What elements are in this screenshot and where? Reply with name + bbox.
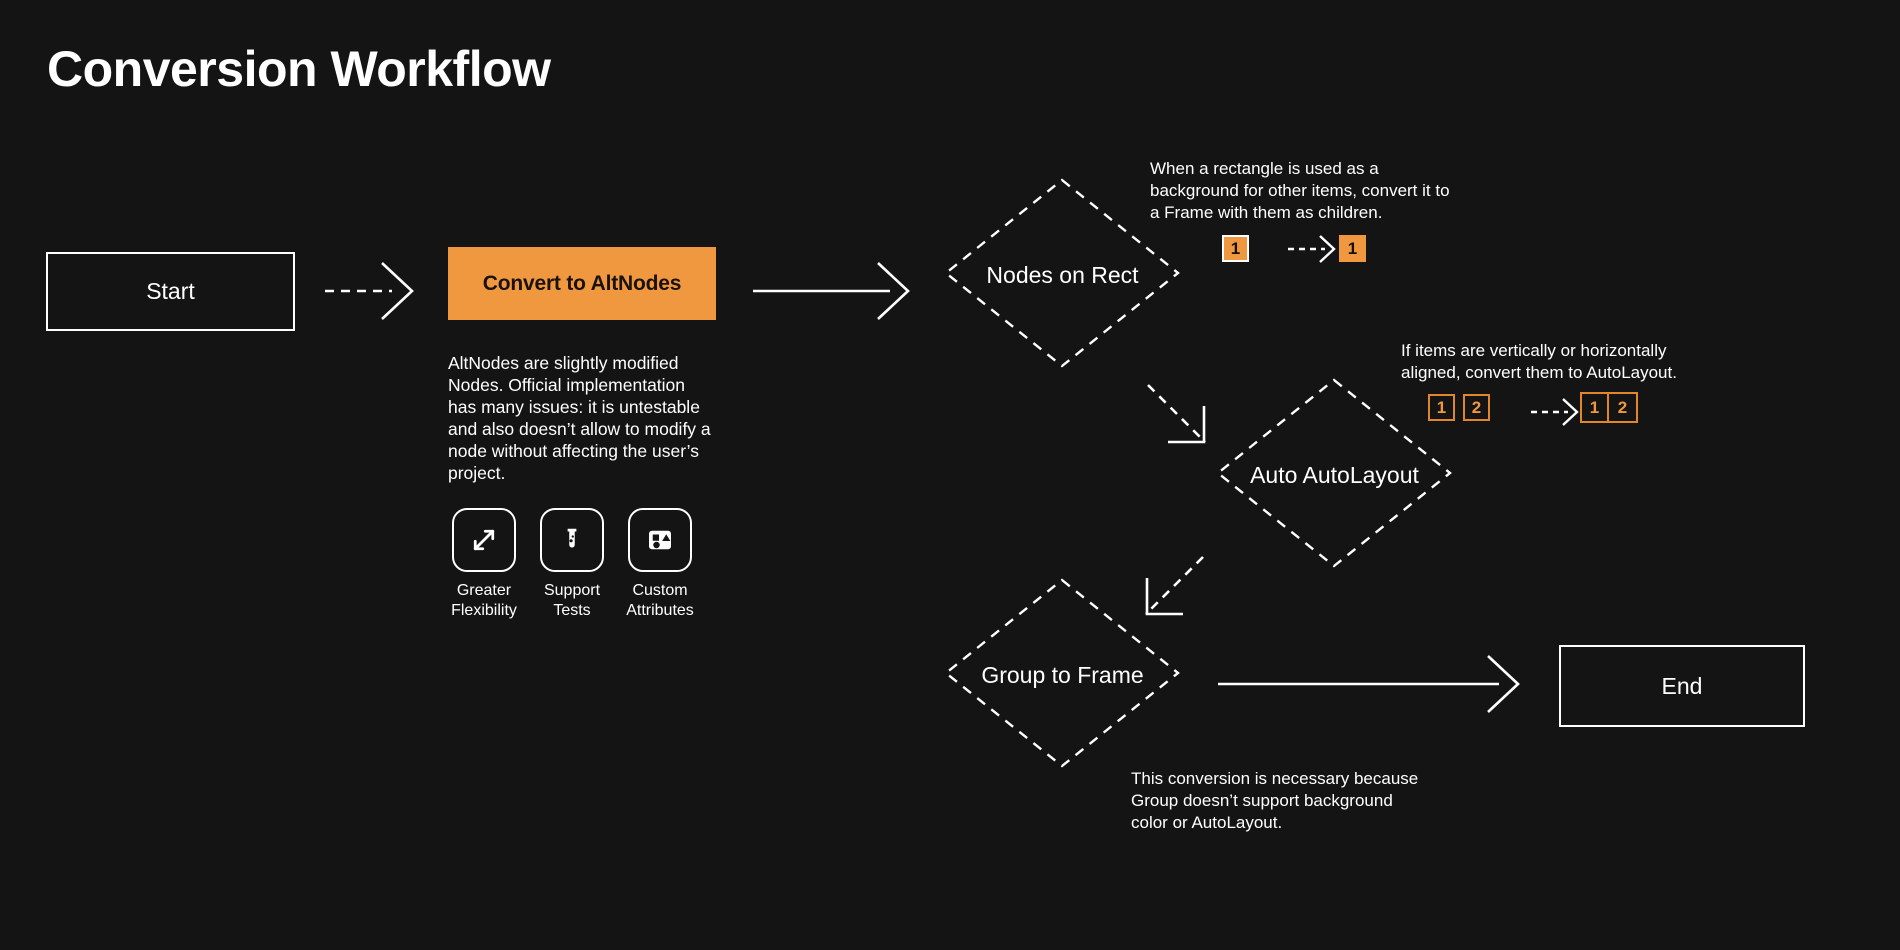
badge-before-2: 2 — [1463, 394, 1490, 421]
badge-after-1: 1 — [1339, 235, 1366, 262]
badge-group-frame: 1 2 — [1580, 392, 1638, 423]
annotation-nodes-on-rect: When a rectangle is used as a background… — [1150, 159, 1450, 222]
shapes-icon — [628, 508, 692, 572]
node-convert-label: Convert to AltNodes — [482, 271, 682, 295]
annotation-group-to-frame: This conversion is necessary because Gro… — [1131, 769, 1419, 832]
node-end[interactable]: End — [1559, 645, 1805, 727]
test-tube-icon — [540, 508, 604, 572]
edge-nodesonrect-to-autoautolayout — [1147, 384, 1206, 444]
feature-label-custom-attributes: Custom Attributes — [626, 582, 694, 619]
badge-after-2: 2 — [1609, 394, 1636, 421]
node-convert-to-altnodes[interactable]: Convert to AltNodes — [448, 247, 716, 320]
altnodes-feature-list: Greater Flexibility Support Tests — [448, 508, 728, 621]
page-title: Conversion Workflow — [47, 41, 551, 97]
edge-start-to-convert — [325, 262, 414, 320]
expand-arrows-icon — [452, 508, 516, 572]
node-end-label: End — [1661, 672, 1703, 699]
node-nodes-on-rect[interactable]: Nodes on Rect — [945, 178, 1180, 368]
badge-after-1: 1 — [1582, 394, 1609, 421]
badge-demo-arrow-spacer — [1267, 239, 1321, 259]
badge-before-1: 1 — [1222, 235, 1249, 262]
node-start[interactable]: Start — [46, 252, 295, 331]
edge-grouptoframe-to-end — [1218, 655, 1520, 713]
badge-demo-nodes-on-rect: 1 1 — [1222, 235, 1366, 262]
feature-label-greater-flexibility: Greater Flexibility — [451, 582, 517, 619]
altnodes-description: AltNodes are slightly modified Nodes. Of… — [448, 353, 711, 483]
node-auto-autolayout[interactable]: Auto AutoLayout — [1217, 378, 1452, 568]
edge-convert-to-nodesonrect — [753, 262, 910, 320]
badge-before-1: 1 — [1428, 394, 1455, 421]
feature-greater-flexibility: Greater Flexibility — [448, 508, 520, 621]
feature-support-tests: Support Tests — [536, 508, 608, 621]
node-auto-autolayout-label: Auto AutoLayout — [1250, 462, 1419, 488]
badge-demo-arrow-spacer — [1508, 398, 1562, 418]
node-nodes-on-rect-label: Nodes on Rect — [986, 262, 1139, 288]
annotation-auto-autolayout: If items are vertically or horizontally … — [1401, 341, 1677, 382]
feature-label-support-tests: Support Tests — [543, 582, 601, 619]
node-group-to-frame-label: Group to Frame — [981, 662, 1144, 688]
node-start-label: Start — [146, 278, 195, 304]
feature-custom-attributes: Custom Attributes — [624, 508, 696, 621]
badge-demo-auto-autolayout: 1 2 1 2 — [1428, 392, 1638, 423]
node-group-to-frame[interactable]: Group to Frame — [945, 578, 1180, 768]
